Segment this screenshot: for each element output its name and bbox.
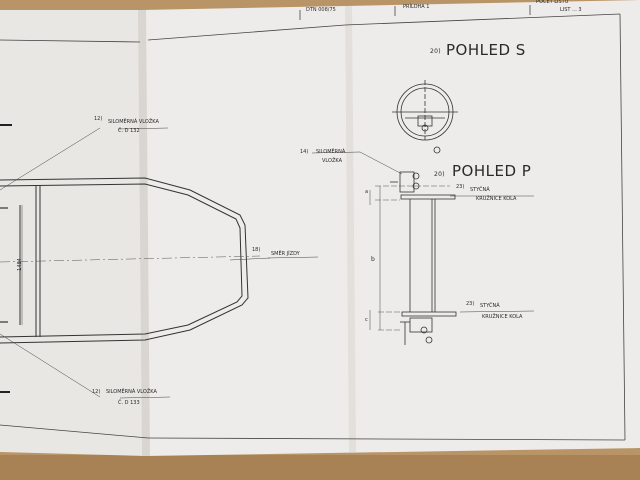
right-insert-number: 14) <box>300 149 309 155</box>
p-dimension-lines <box>375 185 450 331</box>
dimension-c: c <box>365 317 368 323</box>
vehicle-outline <box>0 177 249 344</box>
contact-bottom-line2: KRUŽNICE KOLA <box>482 314 523 320</box>
insert-marks <box>0 207 8 323</box>
callout-top-number: 12) <box>94 116 103 122</box>
table-edge-shadow <box>0 455 640 480</box>
sheet-count-label: POČET LISTŮ <box>536 0 569 5</box>
paper-left-page <box>0 10 146 456</box>
sheet-label: LIST ... 3 <box>560 7 582 13</box>
view-p-title: POHLED P <box>452 162 532 180</box>
centerline <box>0 255 261 263</box>
dimension-1484: 1484 <box>16 258 23 271</box>
contact-bottom-number: 23) <box>466 301 475 307</box>
contact-top-line1: STYČNÁ <box>470 187 490 193</box>
second-fold-shadow <box>345 6 356 452</box>
contact-top-number: 23) <box>456 184 465 190</box>
wheel-view-s <box>392 80 458 154</box>
paper-right-page <box>142 0 640 456</box>
direction-number: 18) <box>252 247 261 253</box>
dimension-a: a <box>365 189 369 195</box>
doc-code: DTN 008/75 <box>306 7 336 13</box>
p-dims <box>369 186 535 330</box>
leader-lines <box>0 127 403 399</box>
callout-bottom-number: 12) <box>92 389 101 395</box>
view-p-number: 20) <box>434 171 445 178</box>
callout-top-line2: Č. D 132 <box>118 128 140 134</box>
contact-top-line2: KRUŽNICE KOLA <box>476 196 517 202</box>
dimension-b: b <box>371 256 376 263</box>
attachment-label: PRÍLOHA 1 <box>403 4 430 10</box>
callout-top-line1: SILOMĚRNÁ VLOŽKA <box>108 119 159 125</box>
fold-shadow <box>138 10 150 456</box>
callout-bottom-line2: Č. D 133 <box>118 400 140 406</box>
view-s-number: 20) <box>430 48 441 55</box>
title-frame <box>0 5 626 441</box>
right-insert-line1: SILOMĚRNÁ <box>316 149 346 155</box>
view-s-title: POHLED S <box>446 41 526 59</box>
direction-label: SMĚR JÍZDY <box>271 251 300 257</box>
right-insert-line2: VLOŽKA <box>322 158 342 164</box>
contact-bottom-line1: STYČNÁ <box>480 303 500 309</box>
callout-bottom-line1: SILOMĚRNÁ VLOŽKA <box>106 389 157 395</box>
